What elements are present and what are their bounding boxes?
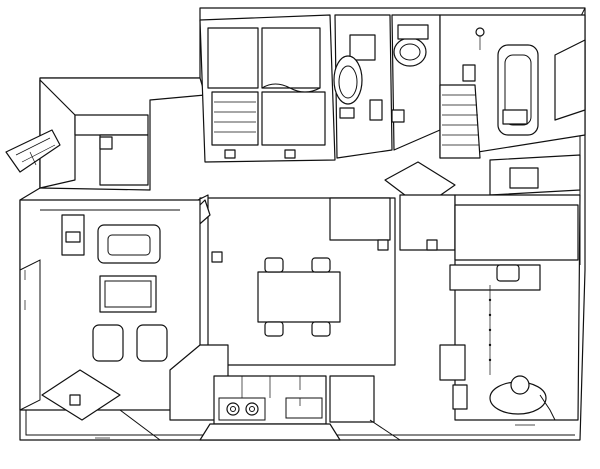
- bathroom: [439, 14, 586, 159]
- bunk-room: [199, 14, 336, 163]
- burner-icon: [245, 402, 259, 416]
- wash-basin-icon: [393, 37, 427, 67]
- stool: [439, 344, 466, 381]
- coffee-table: [99, 275, 157, 313]
- chair-icon: [311, 321, 331, 337]
- fridge: [329, 375, 375, 423]
- sink-icon: [285, 397, 323, 419]
- outlet-icon: [284, 149, 296, 159]
- closet-area: [39, 77, 206, 191]
- dining-table: [257, 271, 341, 323]
- upper-bunk: [207, 27, 259, 89]
- armchair-icon: [136, 324, 168, 362]
- intercom-icon: [65, 231, 81, 243]
- tv-stand: [41, 369, 121, 421]
- outlet-icon: [377, 239, 389, 251]
- shower-head-icon: [475, 27, 485, 37]
- burner-icon: [226, 402, 240, 416]
- living-room: [19, 199, 201, 421]
- pillow-icon: [496, 264, 520, 282]
- hallway-desk: [384, 154, 581, 251]
- bunk-blanket: [261, 83, 321, 93]
- right-bedroom: [439, 194, 581, 421]
- outlet-icon: [211, 251, 223, 263]
- chair-icon: [264, 321, 284, 337]
- toilet-room: [333, 14, 393, 159]
- speaker-icon: [69, 394, 81, 406]
- dining-room: [159, 194, 396, 366]
- kitchen: [169, 344, 375, 441]
- toilet-bowl-icon: [333, 55, 363, 105]
- light-switch-icon: [99, 136, 113, 150]
- chair-icon: [264, 257, 284, 273]
- open-hatch-door: [5, 129, 61, 173]
- lower-bunk-stair: [211, 91, 259, 146]
- outlet-icon: [426, 239, 438, 251]
- outlet-icon: [224, 149, 236, 159]
- floor-base: [20, 409, 580, 441]
- washroom: [391, 14, 441, 151]
- sofa: [97, 224, 161, 264]
- armchair-icon: [92, 324, 124, 362]
- cabinet: [554, 39, 586, 121]
- wardrobe: [454, 204, 579, 261]
- chair-icon: [311, 257, 331, 273]
